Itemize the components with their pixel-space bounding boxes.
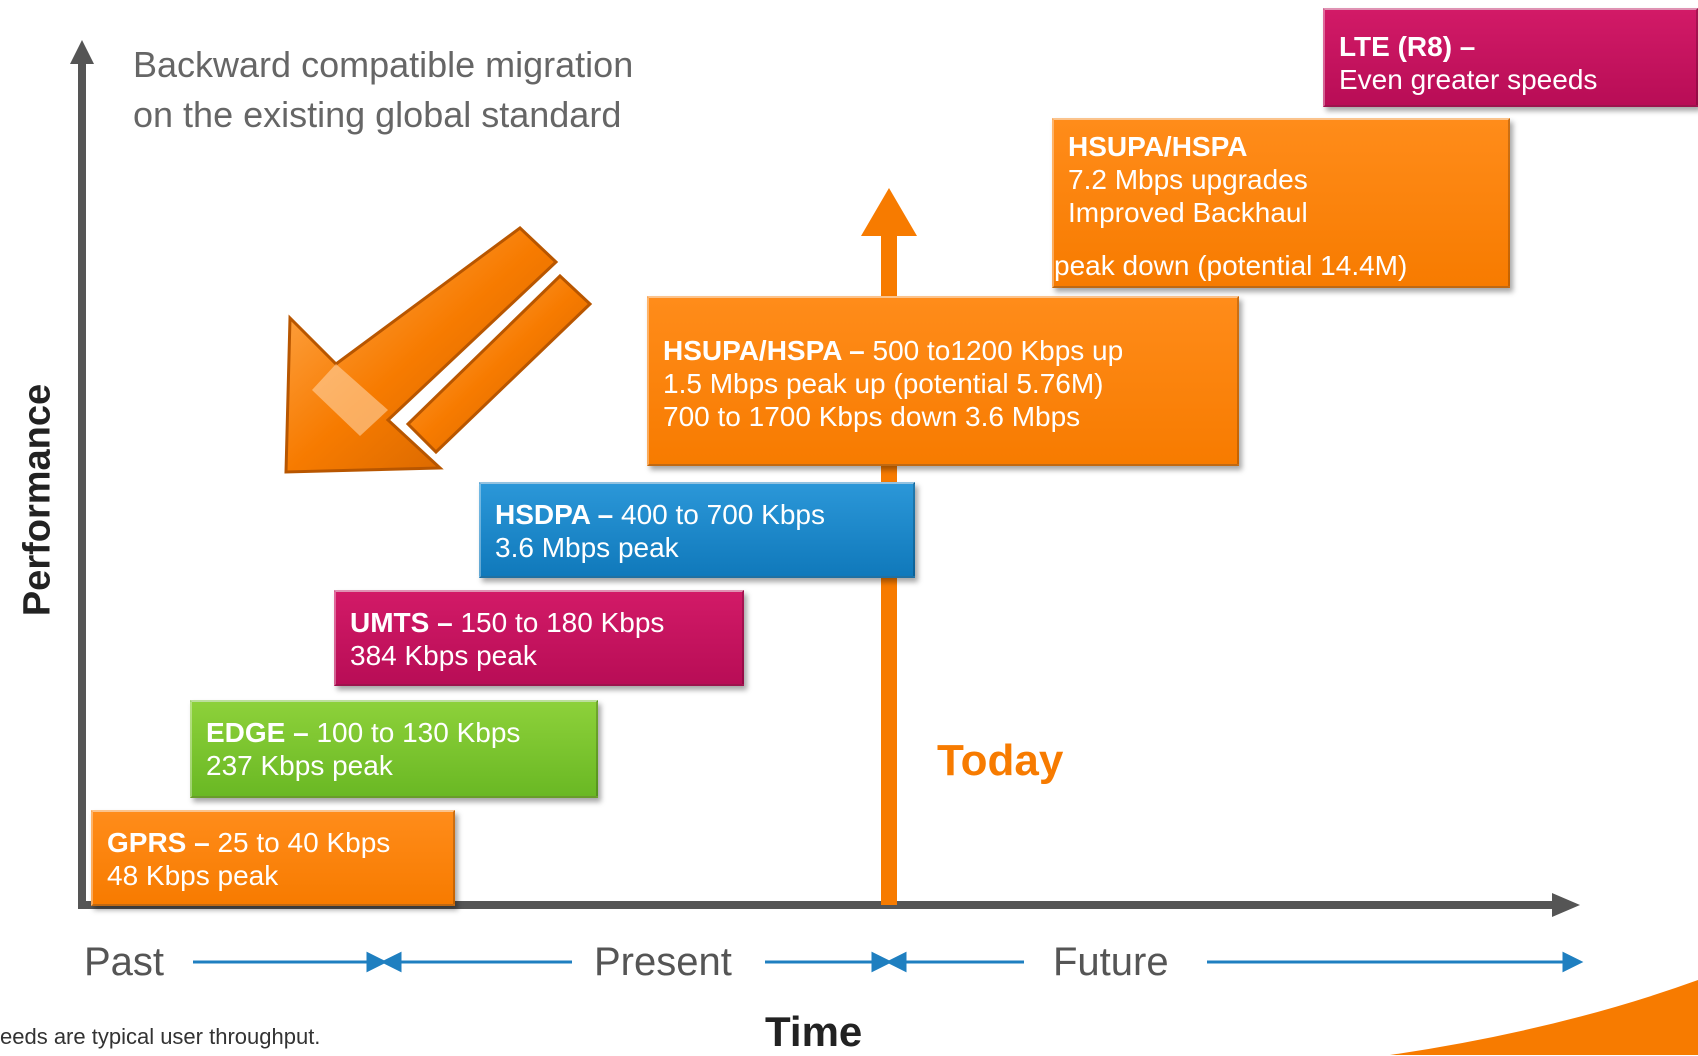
x-axis-label: Time — [765, 1008, 863, 1055]
umts-line2: 384 Kbps peak — [350, 640, 537, 671]
lte-box: LTE (R8) – Even greater speeds — [1323, 8, 1698, 107]
footnote: eeds are typical user throughput. — [0, 1024, 321, 1049]
y-axis-label: Performance — [16, 383, 59, 617]
lte-line1: Even greater speeds — [1339, 64, 1598, 95]
gprs-line1: 25 to 40 Kbps — [209, 827, 391, 858]
timeline-past-label: Past — [84, 940, 165, 984]
gprs-line2: 48 Kbps peak — [107, 860, 279, 891]
y-axis-arrowhead — [70, 40, 94, 64]
umts-title: UMTS – — [350, 607, 453, 638]
gprs-box: GPRS – 25 to 40 Kbps 48 Kbps peak — [91, 810, 455, 906]
hsupa-line3: 700 to 1700 Kbps down 3.6 Mbps — [663, 401, 1081, 432]
umts-box: UMTS – 150 to 180 Kbps 384 Kbps peak — [334, 590, 744, 686]
edge-line1: 100 to 130 Kbps — [308, 717, 521, 748]
hsupa-upgrade-box: HSUPA/HSPA 7.2 Mbps upgrades Improved Ba… — [1052, 118, 1510, 288]
hsdpa-box: HSDPA – 400 to 700 Kbps 3.6 Mbps peak — [479, 482, 915, 578]
decorative-arrow-icon — [284, 226, 593, 474]
subtitle-line-1: Backward compatible migration — [133, 44, 634, 85]
hsupa-upgrade-title: HSUPA/HSPA — [1068, 131, 1248, 162]
today-arrowhead — [861, 188, 917, 236]
hsupa-upgrade-line3: peak down (potential 14.4M) — [1054, 250, 1408, 281]
hsdpa-line1: 400 to 700 Kbps — [613, 499, 825, 530]
hsupa-title: HSUPA/HSPA – — [663, 335, 865, 366]
hsdpa-title: HSDPA – — [495, 499, 614, 530]
edge-title: EDGE – — [206, 717, 309, 748]
gprs-title: GPRS – — [107, 827, 210, 858]
subtitle: Backward compatible migration on the exi… — [133, 40, 633, 140]
hsupa-upgrade-line2: Improved Backhaul — [1068, 197, 1308, 228]
hsupa-line2: 1.5 Mbps peak up (potential 5.76M) — [663, 368, 1104, 399]
hsupa-box: HSUPA/HSPA – 500 to1200 Kbps up 1.5 Mbps… — [647, 296, 1239, 466]
today-label: Today — [937, 736, 1064, 785]
hsdpa-line2: 3.6 Mbps peak — [495, 532, 679, 563]
lte-title: LTE (R8) – — [1339, 31, 1476, 62]
x-axis-arrowhead — [1552, 893, 1580, 917]
timeline-future-label: Future — [1053, 940, 1169, 984]
hsupa-line1: 500 to1200 Kbps up — [864, 335, 1124, 366]
hsupa-upgrade-line1: 7.2 Mbps upgrades — [1068, 164, 1308, 195]
timeline-present-label: Present — [594, 940, 732, 984]
subtitle-line-2: on the existing global standard — [133, 94, 622, 135]
timeline-arrows — [193, 951, 1584, 973]
edge-box: EDGE – 100 to 130 Kbps 237 Kbps peak — [190, 700, 598, 798]
edge-line2: 237 Kbps peak — [206, 750, 393, 781]
corner-swoosh — [1390, 980, 1698, 1055]
umts-line1: 150 to 180 Kbps — [452, 607, 665, 638]
